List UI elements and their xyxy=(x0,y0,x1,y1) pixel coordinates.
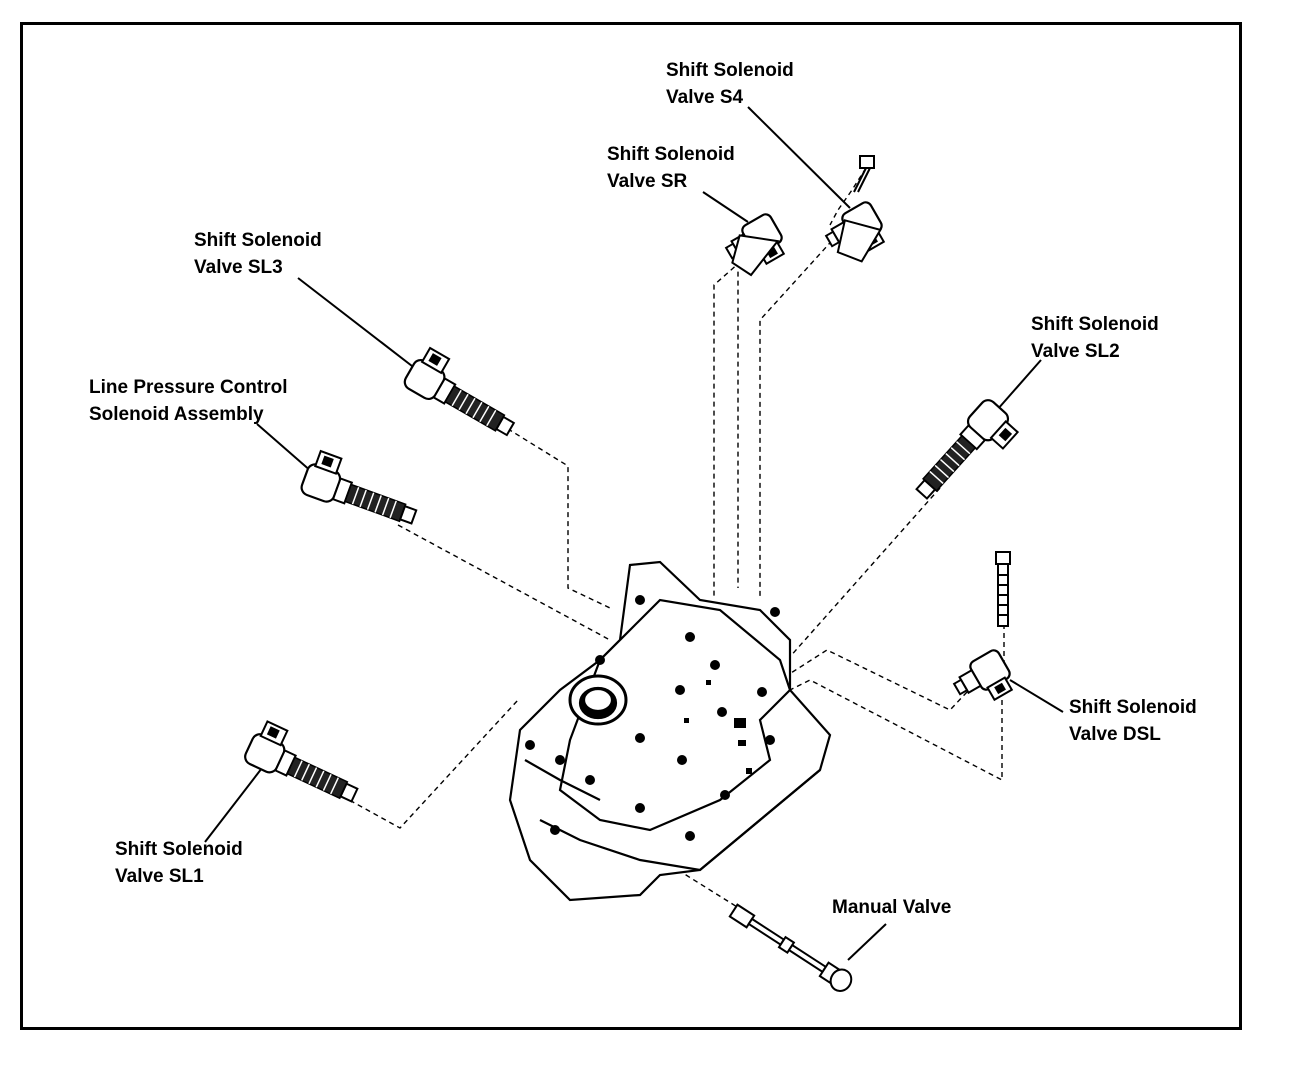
leader-sl3 xyxy=(297,277,413,367)
solenoid-dsl xyxy=(947,647,1019,715)
leader-sr xyxy=(702,191,749,223)
label-line: Valve SL2 xyxy=(1031,341,1120,362)
leader-sl1 xyxy=(204,767,263,843)
label-line: Valve SR xyxy=(607,171,688,192)
leader-dsl xyxy=(1009,679,1064,713)
label-line-pressure-control: Line Pressure Control Solenoid Assembly xyxy=(89,374,288,428)
label-line: Line Pressure Control xyxy=(89,377,288,398)
label-shift-solenoid-dsl: Shift Solenoid Valve DSL xyxy=(1069,694,1197,748)
leader-lpc xyxy=(256,423,313,473)
label-line: Shift Solenoid xyxy=(1031,314,1159,335)
label-shift-solenoid-sl2: Shift Solenoid Valve SL2 xyxy=(1031,311,1159,365)
label-line: Shift Solenoid xyxy=(607,144,735,165)
label-shift-solenoid-sl1: Shift Solenoid Valve SL1 xyxy=(115,836,243,890)
label-manual-valve: Manual Valve xyxy=(832,894,951,921)
solenoid-sl1 xyxy=(241,717,369,811)
label-shift-solenoid-sl3: Shift Solenoid Valve SL3 xyxy=(194,227,322,281)
label-line: Valve S4 xyxy=(666,87,744,108)
manual-valve xyxy=(728,903,853,992)
solenoid-s4 xyxy=(819,199,891,267)
label-shift-solenoid-s4: Shift Solenoid Valve S4 xyxy=(666,57,794,111)
label-line: Valve DSL xyxy=(1069,724,1161,745)
label-line: Shift Solenoid xyxy=(194,230,322,251)
label-line: Manual Valve xyxy=(832,897,952,918)
solenoid-sl2 xyxy=(908,395,1023,515)
label-line: Shift Solenoid xyxy=(666,60,794,81)
leader-manual xyxy=(847,923,887,961)
solenoid-sr xyxy=(719,211,791,279)
bolt-s4 xyxy=(853,155,875,193)
solenoid-sl3 xyxy=(400,343,527,444)
label-line: Solenoid Assembly xyxy=(89,404,264,425)
label-shift-solenoid-sr: Shift Solenoid Valve SR xyxy=(607,141,735,195)
bolt-dsl xyxy=(995,551,1011,627)
valve-body xyxy=(508,560,832,902)
solenoid-lpc xyxy=(298,447,426,534)
label-line: Shift Solenoid xyxy=(1069,697,1197,718)
label-line: Valve SL1 xyxy=(115,866,204,887)
diagram-frame xyxy=(20,22,1242,1030)
leader-s4 xyxy=(747,106,851,209)
label-line: Valve SL3 xyxy=(194,257,283,278)
label-line: Shift Solenoid xyxy=(115,839,243,860)
